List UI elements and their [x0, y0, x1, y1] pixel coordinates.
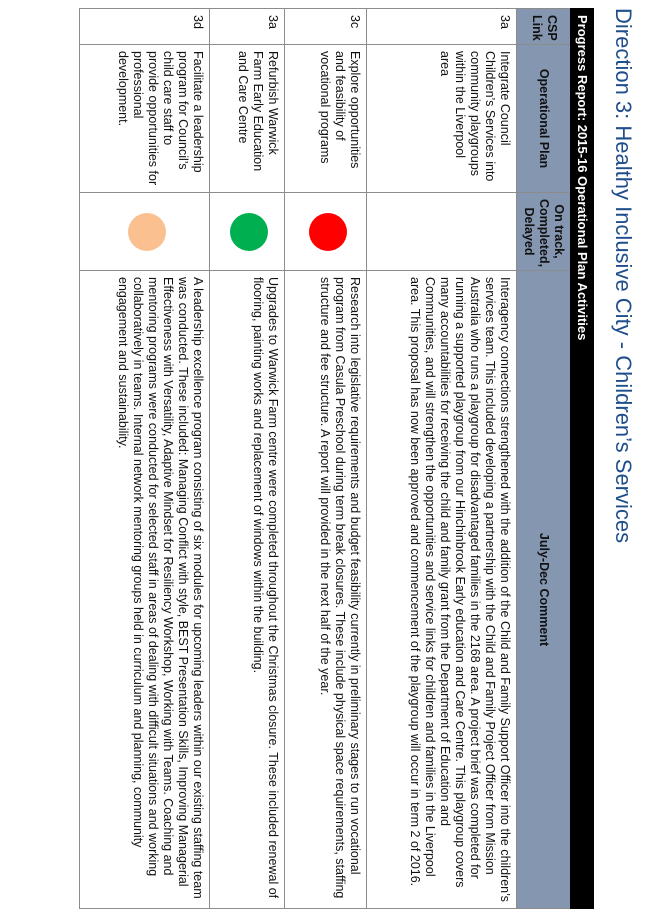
row-status	[79, 192, 210, 271]
page-title: Direction 3: Healthy Inclusive City - Ch…	[611, 8, 636, 544]
table-row: 3a Integrate Council Children’s Services…	[366, 8, 517, 909]
status-on-track-dot	[127, 212, 166, 251]
status-delayed-dot	[308, 212, 347, 251]
row-status	[284, 192, 367, 271]
header-status: On track, Completed, Delayed	[516, 192, 571, 271]
table-row: 3a Refurbish Warwick Farm Early Educatio…	[209, 8, 285, 909]
row-operational-plan: Refurbish Warwick Farm Early Education a…	[209, 44, 285, 193]
row-csp-link: 3d	[79, 8, 210, 45]
row-csp-link: 3a	[209, 8, 285, 45]
header-csp-link: CSP Link	[516, 8, 571, 45]
status-completed-dot	[230, 212, 269, 251]
table-header-row: CSP Link Operational Plan On track, Comp…	[516, 8, 571, 909]
row-status	[209, 192, 285, 271]
table-row: 3d Facilitate a leadership program for C…	[79, 8, 210, 909]
row-csp-link: 3a	[366, 8, 517, 45]
row-operational-plan: Facilitate a leadership program for Coun…	[79, 44, 210, 193]
row-status	[366, 192, 517, 271]
table-banner-row: Progress Report: 2015-16 Operational Pla…	[570, 8, 594, 909]
header-comment: July-Dec Comment	[516, 270, 571, 909]
row-comment: Interagency connections strengthened wit…	[366, 270, 517, 909]
row-comment: Research into legislative requirements a…	[284, 270, 367, 909]
header-operational-plan: Operational Plan	[516, 44, 571, 193]
table-banner: Progress Report: 2015-16 Operational Pla…	[570, 8, 594, 909]
progress-report-table: Progress Report: 2015-16 Operational Pla…	[79, 8, 594, 909]
row-comment: Upgrades to Warwick Farm centre were com…	[209, 270, 285, 909]
row-csp-link: 3c	[284, 8, 367, 45]
row-comment: A leadership excellence program consisti…	[79, 270, 210, 909]
row-operational-plan: Explore opportunities and feasibility of…	[284, 44, 367, 193]
row-operational-plan: Integrate Council Children’s Services in…	[366, 44, 517, 193]
table-row: 3c Explore opportunities and feasibility…	[284, 8, 367, 909]
